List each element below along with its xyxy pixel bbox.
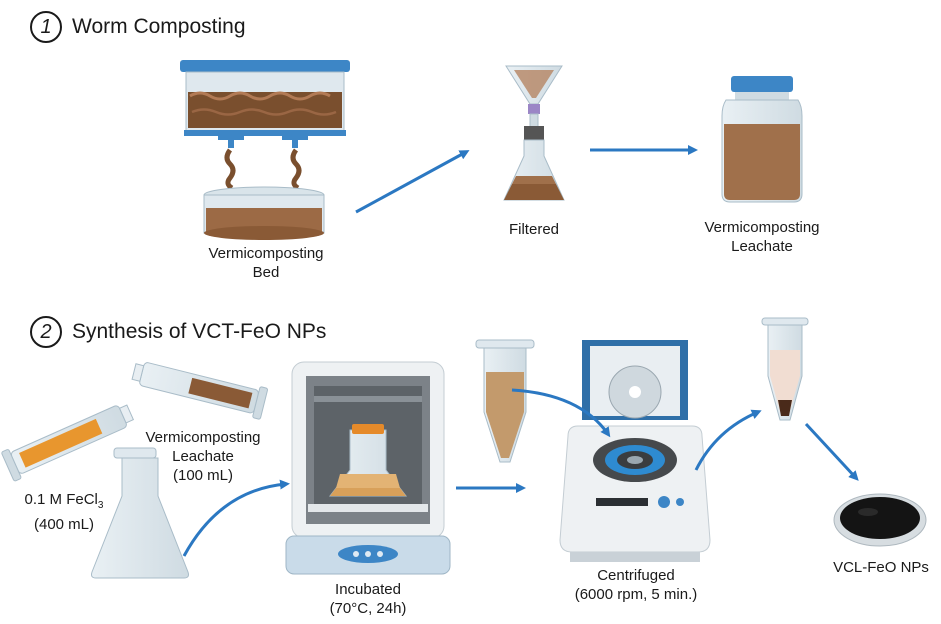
step-2-number: 2 — [30, 316, 62, 348]
label-centrifuged: Centrifuged(6000 rpm, 5 min.) — [574, 567, 698, 603]
arrow-bed-to-filter — [355, 150, 470, 214]
fecl3-cylinder-icon — [1, 404, 135, 482]
erlenmeyer-flask-icon — [91, 447, 189, 579]
step-1-header: 1 Worm Composting — [30, 11, 246, 43]
step-2-header: 2 Synthesis of VCT-FeO NPs — [30, 316, 326, 348]
filter-funnel-flask-icon — [503, 65, 565, 201]
leachate-bottle-icon — [721, 76, 803, 203]
nanoparticle-dish-icon — [833, 493, 927, 547]
arrow-flask-to-incubator — [182, 479, 290, 557]
step-1-number: 1 — [30, 11, 62, 43]
label-vcl-feo-nps: VCL-FeO NPs — [833, 559, 929, 576]
arrow-centrifuge-to-pellet — [694, 409, 762, 471]
collection-dish-icon — [203, 186, 325, 240]
label-filtered: Filtered — [508, 221, 560, 238]
incubator-icon — [285, 361, 451, 575]
arrow-pellet-to-dish — [804, 422, 859, 481]
centrifuge-icon — [559, 340, 711, 562]
leachate-cylinder-icon — [131, 362, 268, 420]
pellet-tube-icon — [761, 317, 809, 421]
step-1-title: Worm Composting — [72, 15, 246, 38]
label-fecl3: 0.1 M FeCl3 (400 mL) — [24, 491, 104, 533]
arrow-tube-to-centrifuge — [511, 388, 611, 438]
label-incubated: Incubated(70°C, 24h) — [329, 581, 407, 617]
worm-bin-icon — [180, 60, 350, 191]
step-2-title: Synthesis of VCT-FeO NPs — [72, 320, 327, 343]
sample-tube-icon — [475, 339, 535, 463]
